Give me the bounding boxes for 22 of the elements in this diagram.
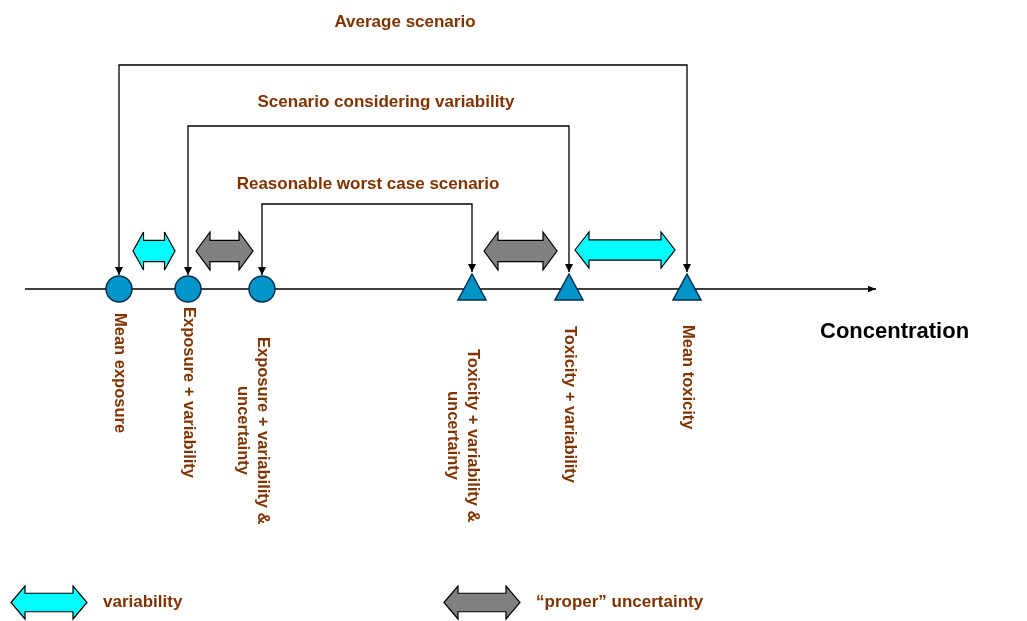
double-block-arrow [195,230,254,272]
marker-label: Mean exposure [111,313,130,434]
circle-marker [173,274,203,304]
marker-label: Toxicity + variability & uncertainty [444,347,483,525]
marker-label: Exposure + variability & uncertainty [234,335,273,527]
legend-label: variability [103,592,183,612]
triangle-marker [457,272,487,302]
legend-label: “proper” uncertainty [536,592,704,612]
circle-marker [247,274,277,304]
double-block-arrow [132,231,176,271]
scenario-bracket-arrow [258,203,476,276]
marker-label: Exposure + variability [180,307,199,479]
scenario-bracket-arrow [184,125,573,276]
triangle-marker [554,272,584,302]
double-block-arrow [483,230,558,272]
axis-label: Concentration [820,318,970,344]
triangle-marker [672,272,702,302]
marker-label: Toxicity + variability [561,326,580,483]
marker-label: Mean toxicity [679,325,698,430]
double-block-arrow [574,230,676,270]
circle-marker [104,274,134,304]
scenario-bracket-arrow [115,64,691,276]
